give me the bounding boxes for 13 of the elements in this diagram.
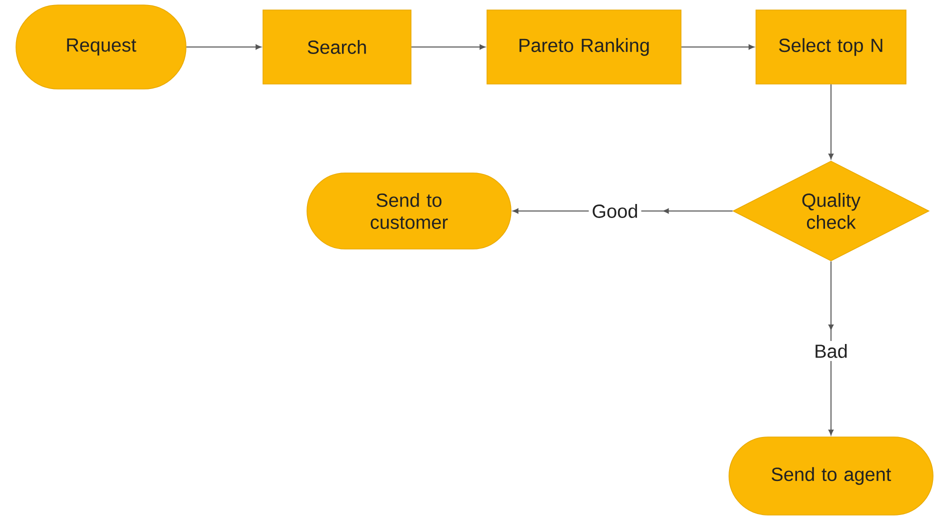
arrow — [828, 84, 834, 160]
process-box: Search — [262, 10, 412, 84]
process-box: Select top N — [756, 10, 906, 84]
terminal-box: Send to agent — [728, 436, 934, 516]
edge-label: Bad — [811, 341, 851, 361]
terminal-box: Send to customer — [306, 172, 512, 250]
arrow — [680, 44, 754, 50]
edge-label: Good — [588, 201, 642, 221]
arrow — [410, 44, 486, 50]
arrow — [186, 44, 262, 50]
terminal-box: Request — [16, 4, 186, 90]
process-box: Pareto Ranking — [486, 10, 682, 84]
arrow — [828, 260, 834, 436]
